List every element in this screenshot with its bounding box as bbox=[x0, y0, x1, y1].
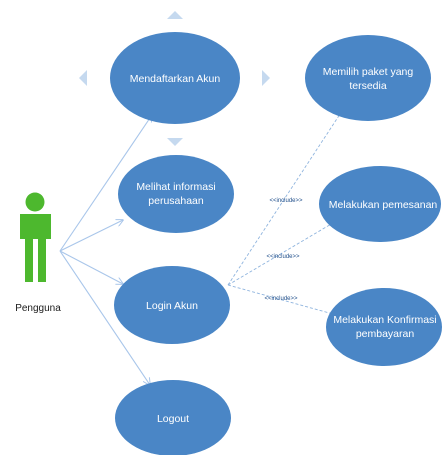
handle-down-icon[interactable] bbox=[167, 138, 183, 146]
association-login bbox=[59, 250, 123, 284]
actor-leg-right-icon bbox=[38, 239, 46, 282]
actor-pengguna[interactable] bbox=[20, 192, 51, 283]
use-case-register-label: Mendaftarkan Akun bbox=[130, 73, 221, 85]
handle-up-icon[interactable] bbox=[167, 11, 183, 19]
include-payment bbox=[227, 284, 334, 315]
use-case-payment[interactable]: Melakukan Konfirmasi pembayaran bbox=[326, 288, 442, 366]
actor-head-icon bbox=[25, 192, 45, 212]
include-order bbox=[227, 219, 339, 286]
association-logout bbox=[59, 250, 150, 385]
association-register bbox=[59, 115, 152, 252]
actor-body-icon bbox=[20, 214, 51, 239]
use-case-payment-label-2: pembayaran bbox=[356, 328, 415, 340]
handle-left-icon[interactable] bbox=[79, 70, 87, 86]
use-case-choose-package-label-2: tersedia bbox=[349, 80, 387, 92]
use-case-register[interactable]: Mendaftarkan Akun bbox=[110, 32, 240, 124]
use-case-company-info-label-2: perusahaan bbox=[148, 195, 204, 207]
handle-right-icon[interactable] bbox=[262, 70, 270, 86]
use-case-login-label: Login Akun bbox=[146, 300, 198, 312]
actor-leg-left-icon bbox=[25, 239, 33, 282]
use-case-logout-label: Logout bbox=[157, 413, 189, 425]
include-label-3: <<include>> bbox=[264, 296, 298, 302]
association-company-info bbox=[59, 220, 123, 252]
use-case-order-label: Melakukan pemesanan bbox=[329, 199, 438, 211]
use-case-login[interactable]: Login Akun bbox=[114, 266, 230, 344]
use-case-company-info-label-1: Melihat informasi bbox=[136, 181, 215, 193]
use-case-choose-package[interactable]: Memilih paket yang tersedia bbox=[305, 35, 431, 121]
use-case-company-info[interactable]: Melihat informasi perusahaan bbox=[118, 155, 234, 233]
actor-label: Pengguna bbox=[15, 303, 61, 314]
include-choose-package bbox=[227, 107, 345, 286]
use-case-payment-label-1: Melakukan Konfirmasi bbox=[333, 314, 436, 326]
use-case-order[interactable]: Melakukan pemesanan bbox=[319, 166, 441, 242]
include-label-1: <<include>> bbox=[269, 198, 303, 204]
use-case-logout[interactable]: Logout bbox=[115, 380, 231, 455]
include-label-2: <<include>> bbox=[266, 254, 300, 260]
use-case-choose-package-label-1: Memilih paket yang bbox=[323, 66, 414, 78]
